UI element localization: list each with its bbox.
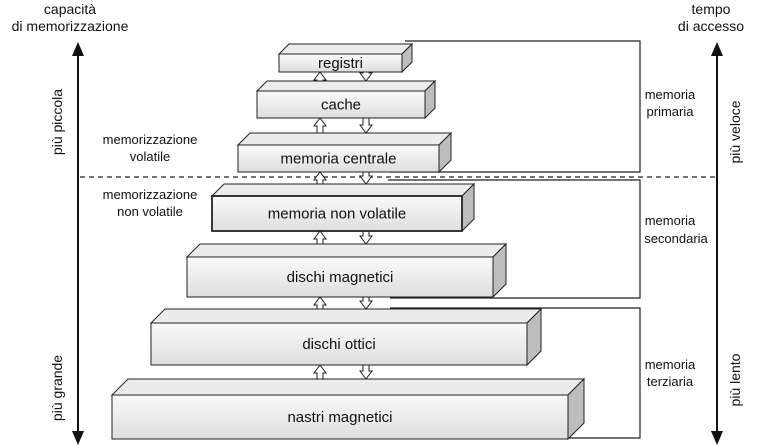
primary-bracket bbox=[390, 40, 641, 173]
level-box-memoria-centrale: memoria centrale bbox=[236, 131, 453, 174]
level-label-memoria-non-volatile: memoria non volatile bbox=[268, 206, 406, 223]
level-box-cache: cache bbox=[255, 79, 437, 120]
left-axis: capacità di memorizzazione più piccola p… bbox=[12, 1, 129, 445]
connector-up-nastri-magnetici bbox=[313, 364, 327, 380]
right-axis-title-line2: di accesso bbox=[678, 18, 744, 34]
level-label-memoria-centrale: memoria centrale bbox=[281, 151, 397, 168]
group-labels: memoria primaria memoria secondaria memo… bbox=[644, 87, 708, 389]
level-box-registri: registri bbox=[277, 42, 414, 74]
left-axis-bottom-label: più grande bbox=[49, 355, 65, 421]
left-axis-title-line2: di memorizzazione bbox=[12, 18, 129, 34]
left-axis-arrowhead-bottom bbox=[72, 431, 84, 445]
left-axis-title-line1: capacità bbox=[44, 1, 96, 17]
level-box-top-nastri-magnetici bbox=[110, 378, 586, 396]
primary-group-label-line1: memoria bbox=[645, 87, 696, 102]
tertiary-group-label-line1: memoria bbox=[645, 357, 696, 372]
connector-down-cache bbox=[359, 115, 373, 134]
volatility-labels: memorizzazione volatile memorizzazione n… bbox=[103, 132, 198, 219]
level-box-front-nastri-magnetici bbox=[111, 394, 569, 440]
nonvolatile-label-line1: memorizzazione bbox=[103, 187, 198, 202]
connector-up-memoria-non-volatile bbox=[313, 171, 327, 185]
tertiary-group-label-line2: terziaria bbox=[647, 374, 694, 389]
level-box-top-memoria-centrale bbox=[236, 132, 453, 146]
level-box-front-cache bbox=[256, 90, 426, 119]
connector-up-dischi-magnetici bbox=[313, 230, 327, 245]
level-connectors bbox=[313, 69, 373, 380]
level-box-dischi-magnetici: dischi magnetici bbox=[185, 242, 508, 299]
volatile-label-line1: memorizzazione bbox=[103, 132, 198, 147]
level-box-top-dischi-ottici bbox=[149, 308, 543, 324]
right-axis: tempo di accesso più veloce più lento bbox=[678, 1, 744, 445]
volatile-label-line2: volatile bbox=[130, 149, 170, 164]
level-box-nastri-magnetici: nastri magnetici bbox=[110, 377, 586, 441]
hierarchy-levels: registri cache memoria centrale memoria non… bbox=[110, 42, 586, 441]
secondary-group-label-line2: secondaria bbox=[644, 231, 708, 246]
level-label-nastri-magnetici: nastri magnetici bbox=[287, 409, 392, 426]
left-axis-arrowhead-top bbox=[72, 42, 84, 56]
connector-up-memoria-centrale bbox=[313, 117, 327, 134]
level-box-top-memoria-non-volatile bbox=[210, 183, 476, 197]
right-axis-title-line1: tempo bbox=[692, 1, 731, 17]
level-box-front-registri bbox=[278, 53, 403, 73]
secondary-group-label-line1: memoria bbox=[645, 213, 696, 228]
level-box-front-dischi-magnetici bbox=[186, 256, 494, 298]
level-box-top-dischi-magnetici bbox=[185, 243, 508, 258]
level-box-memoria-non-volatile: memoria non volatile bbox=[210, 182, 476, 233]
nonvolatile-label-line2: non volatile bbox=[117, 204, 183, 219]
level-box-top-cache bbox=[255, 80, 437, 92]
right-axis-arrowhead-top bbox=[711, 42, 723, 56]
connector-up-dischi-ottici bbox=[313, 296, 327, 310]
level-box-top-registri bbox=[277, 43, 414, 55]
right-axis-bottom-label: più lento bbox=[727, 353, 743, 406]
level-box-dischi-ottici: dischi ottici bbox=[149, 307, 543, 367]
level-label-registri: registri bbox=[318, 55, 363, 72]
left-axis-top-label: più piccola bbox=[49, 89, 65, 155]
level-label-dischi-ottici: dischi ottici bbox=[302, 336, 375, 353]
level-label-dischi-magnetici: dischi magnetici bbox=[287, 269, 394, 286]
right-axis-arrowhead-bottom bbox=[711, 431, 723, 445]
right-axis-top-label: più veloce bbox=[727, 100, 743, 163]
primary-group-label-line2: primaria bbox=[647, 104, 695, 119]
level-box-front-dischi-ottici bbox=[150, 322, 528, 366]
secondary-bracket bbox=[388, 179, 641, 299]
level-box-front-memoria-centrale bbox=[237, 144, 440, 173]
level-box-front-memoria-non-volatile bbox=[211, 195, 463, 232]
connector-up-cache bbox=[313, 71, 327, 82]
level-label-cache: cache bbox=[321, 97, 361, 114]
